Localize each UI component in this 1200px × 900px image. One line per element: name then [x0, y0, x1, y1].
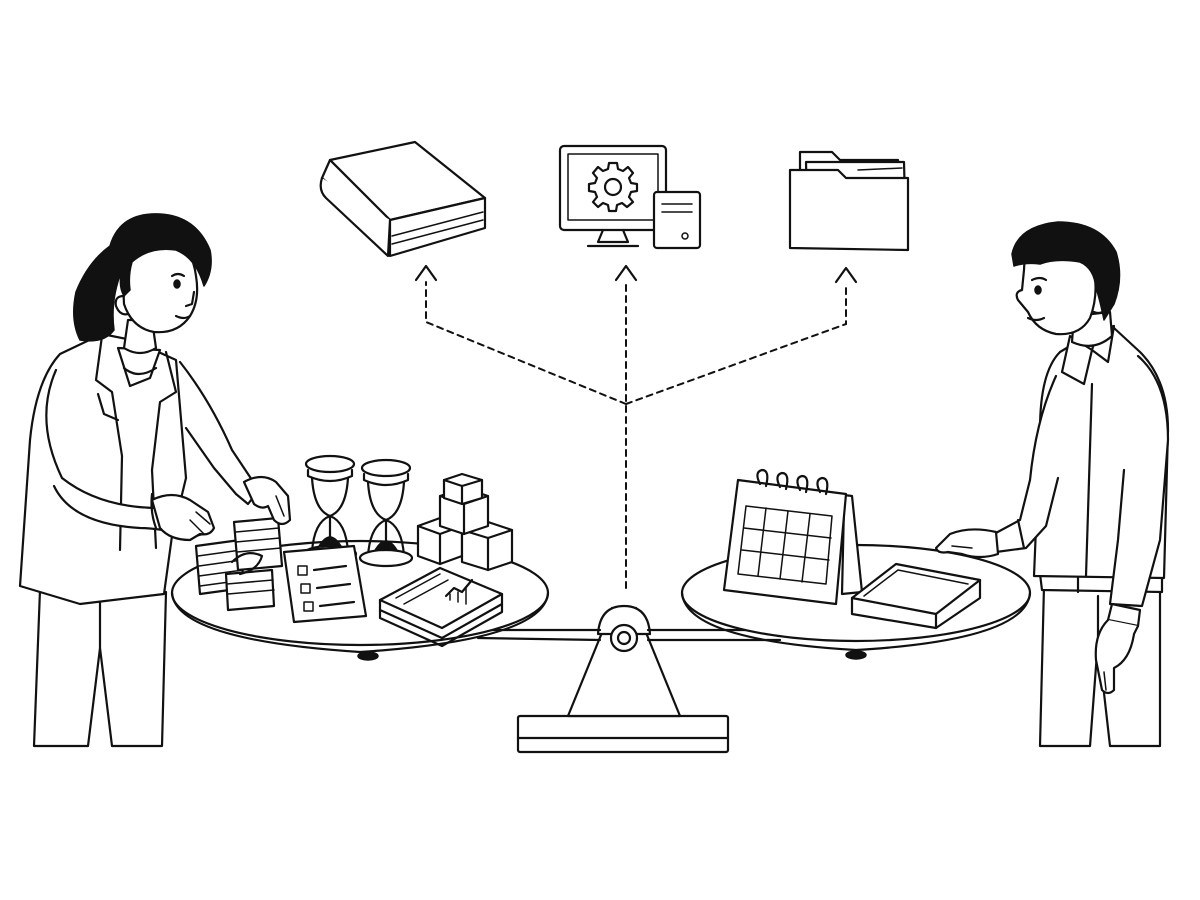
cubes-icon: [416, 472, 514, 572]
cash-stacks-icon: [194, 516, 284, 612]
computer-gear-icon: [558, 144, 702, 250]
tray-box-icon: [850, 562, 982, 630]
man-figure: [934, 221, 1170, 748]
calendar-icon: [722, 468, 864, 606]
scale-base: [516, 604, 730, 754]
arrow-heads: [414, 264, 858, 284]
woman-figure: [18, 213, 292, 748]
book-icon: [319, 140, 487, 258]
hourglass-icon: [358, 458, 414, 568]
dashed-connectors: [425, 279, 847, 589]
folder-icon: [788, 150, 910, 252]
report-stack-icon: [378, 566, 504, 648]
checklist-icon: [282, 544, 368, 624]
